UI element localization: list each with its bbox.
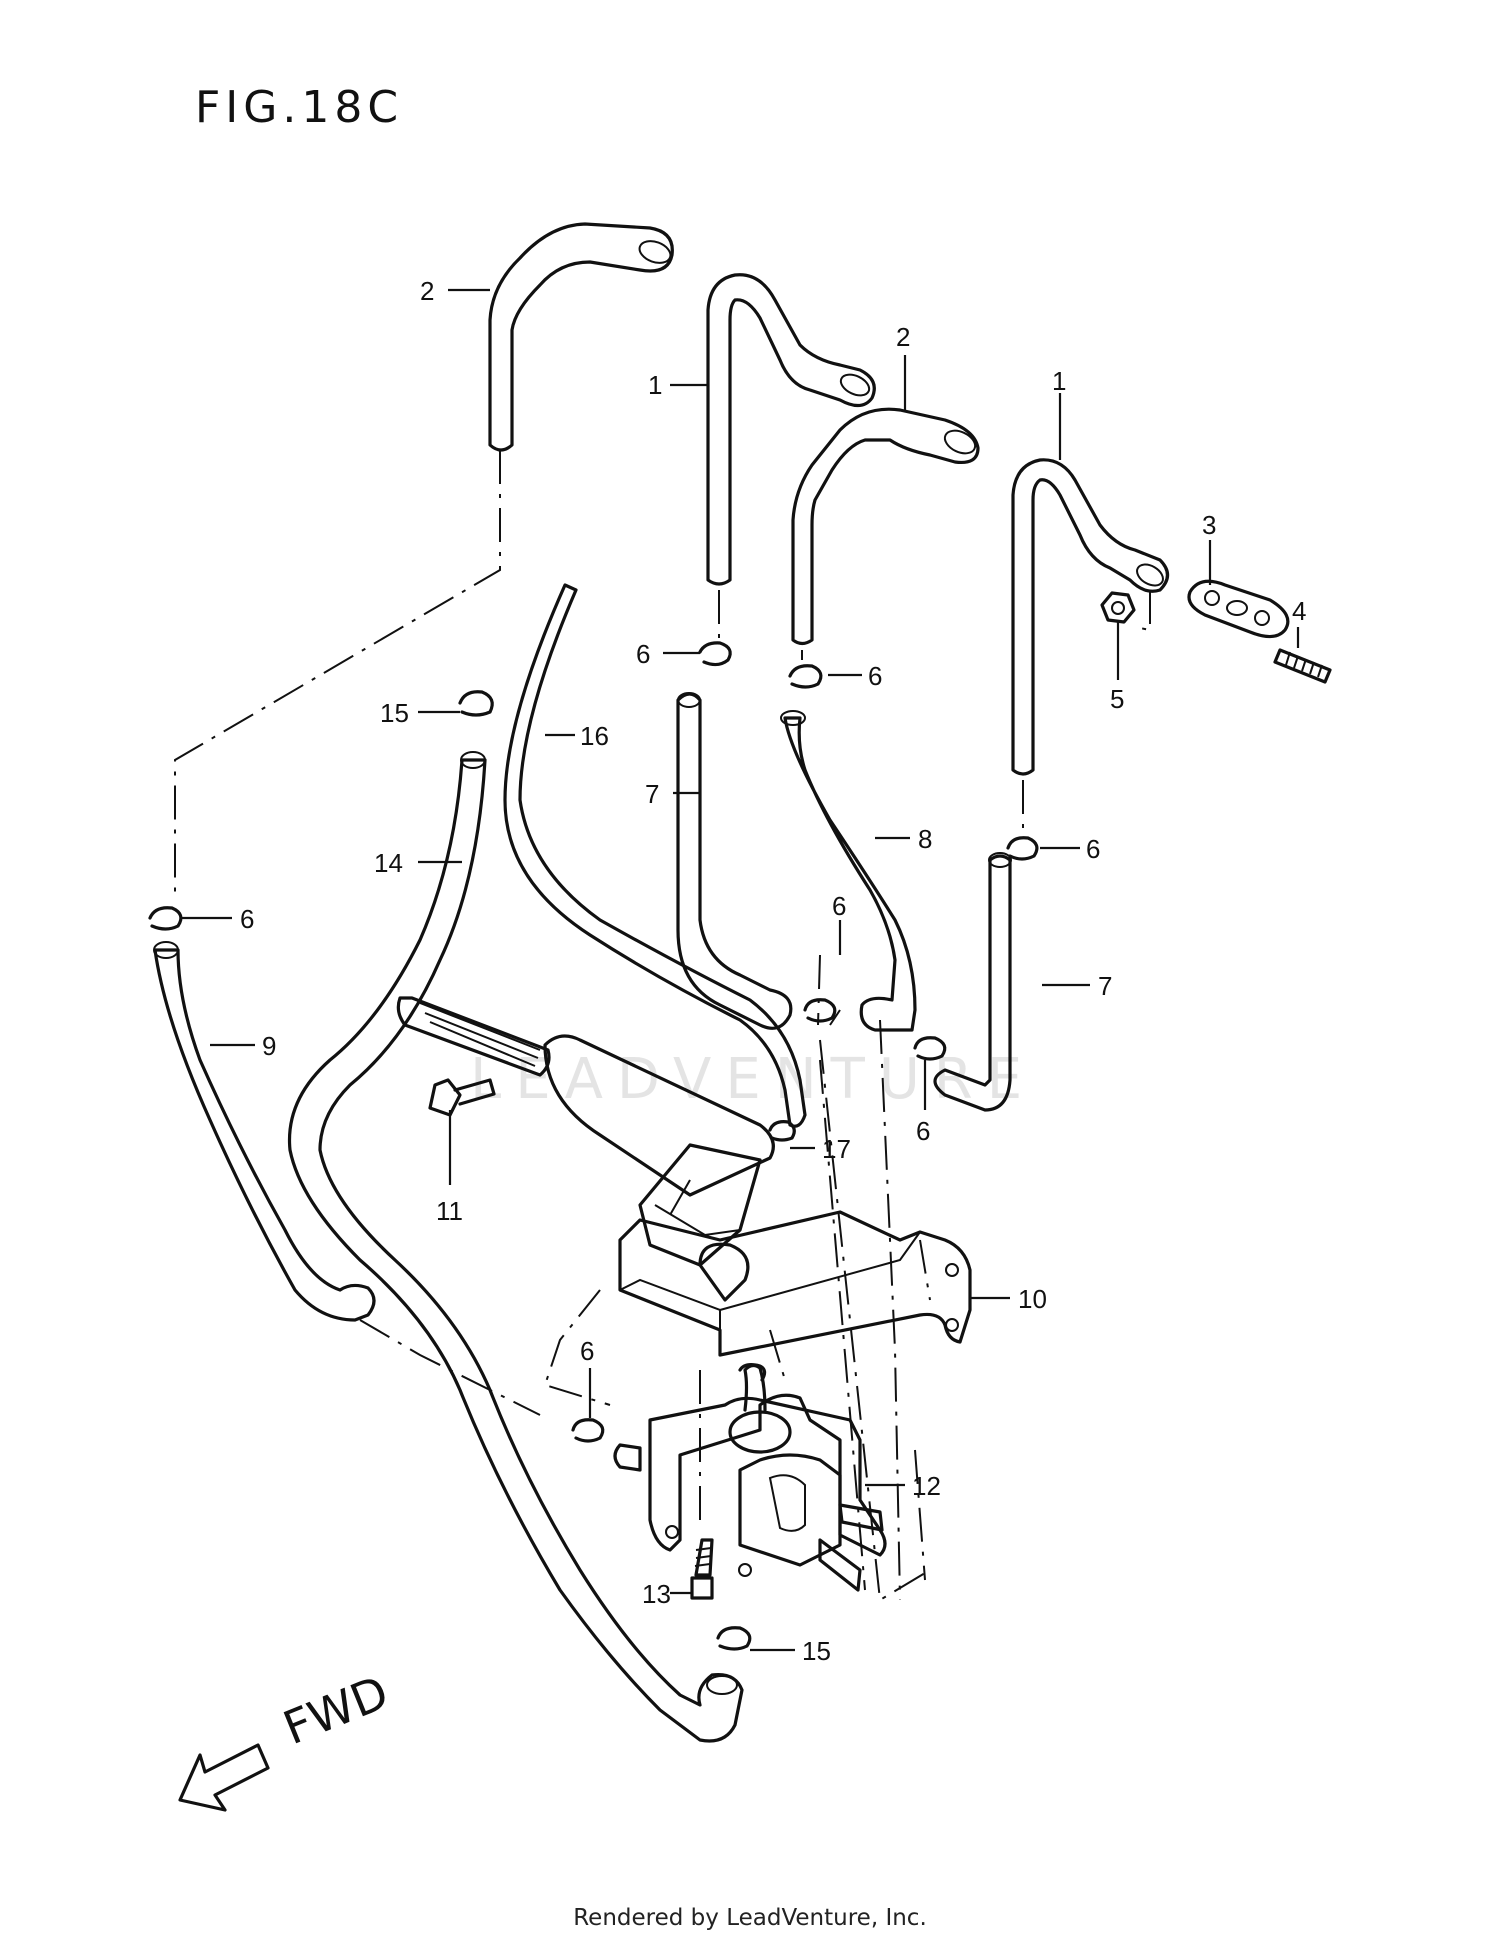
fwd-label: FWD: [276, 1665, 396, 1755]
footer-credit: Rendered by LeadVenture, Inc.: [573, 1905, 927, 1931]
hose-16: [503, 583, 807, 1128]
callout-6-a: 6: [636, 639, 650, 669]
hose-14: [287, 751, 744, 1743]
gasket-3: [1187, 579, 1290, 639]
callout-1-right: 1: [1052, 366, 1066, 396]
callout-11: 11: [436, 1196, 463, 1226]
hose-7-right: [933, 852, 1012, 1112]
hose-9: [153, 941, 376, 1322]
clip-6-b: [788, 664, 823, 689]
clip-6-g: [571, 1418, 605, 1443]
callout-8: 8: [918, 824, 932, 854]
callout-6-g: 6: [580, 1336, 594, 1366]
callout-6-b: 6: [868, 661, 882, 691]
callout-3: 3: [1202, 510, 1216, 540]
clip-6-e: [803, 998, 837, 1023]
figure-title: FIG.18C: [195, 82, 403, 133]
hose-2-right: [791, 407, 980, 646]
callout-2-left: 2: [420, 276, 434, 306]
clip-6-a: [698, 641, 732, 667]
callout-9: 9: [262, 1031, 276, 1061]
stud-4: [1273, 648, 1332, 684]
nut-5: [1100, 591, 1136, 624]
clip-15-bottom: [716, 1626, 752, 1651]
callout-13: 13: [642, 1579, 671, 1609]
callout-14: 14: [374, 848, 403, 878]
leader-lines: [180, 288, 1300, 1652]
clip-15-top: [458, 690, 494, 717]
hose-2-left: [488, 222, 674, 452]
callout-4: 4: [1292, 596, 1306, 626]
clip-17: [768, 1120, 796, 1142]
callout-15-bottom: 15: [802, 1636, 831, 1666]
callout-10: 10: [1018, 1284, 1047, 1314]
clips: [148, 641, 1039, 1651]
callout-7-middle: 7: [645, 779, 659, 809]
callout-6-d: 6: [240, 904, 254, 934]
canister: [396, 996, 775, 1302]
clip-6-f: [913, 1036, 947, 1061]
callout-6-f: 6: [916, 1116, 930, 1146]
hose-7-middle: [676, 692, 793, 1030]
callout-7-right: 7: [1098, 971, 1112, 1001]
callout-12: 12: [912, 1471, 941, 1501]
bolt-11: [428, 1078, 496, 1117]
clip-6-d: [148, 906, 183, 931]
callout-6-c: 6: [1086, 834, 1100, 864]
callout-16: 16: [580, 721, 609, 751]
fwd-arrow-icon: [178, 1743, 270, 1812]
clip-6-c: [1006, 836, 1039, 861]
callout-15-top: 15: [380, 698, 409, 728]
hose-8: [780, 710, 917, 1032]
pump-12: [613, 1363, 887, 1592]
callout-1-middle: 1: [648, 370, 662, 400]
hose-1-right: [1011, 458, 1170, 776]
callout-17: 17: [822, 1134, 851, 1164]
callout-6-e: 6: [832, 891, 846, 921]
hose-1-middle: [706, 273, 876, 586]
watermark-text: LEADVENTURE: [470, 1047, 1036, 1112]
bracket-10: [618, 1210, 972, 1357]
screw-13: [690, 1538, 714, 1600]
callout-5: 5: [1110, 684, 1124, 714]
callout-2-right: 2: [896, 322, 910, 352]
assembly-lines: [174, 450, 1151, 1602]
callouts: 2 1 2 1 3 4 5 6 6 6 6 6 6 15 16 7 14 8 7…: [240, 276, 1306, 1666]
